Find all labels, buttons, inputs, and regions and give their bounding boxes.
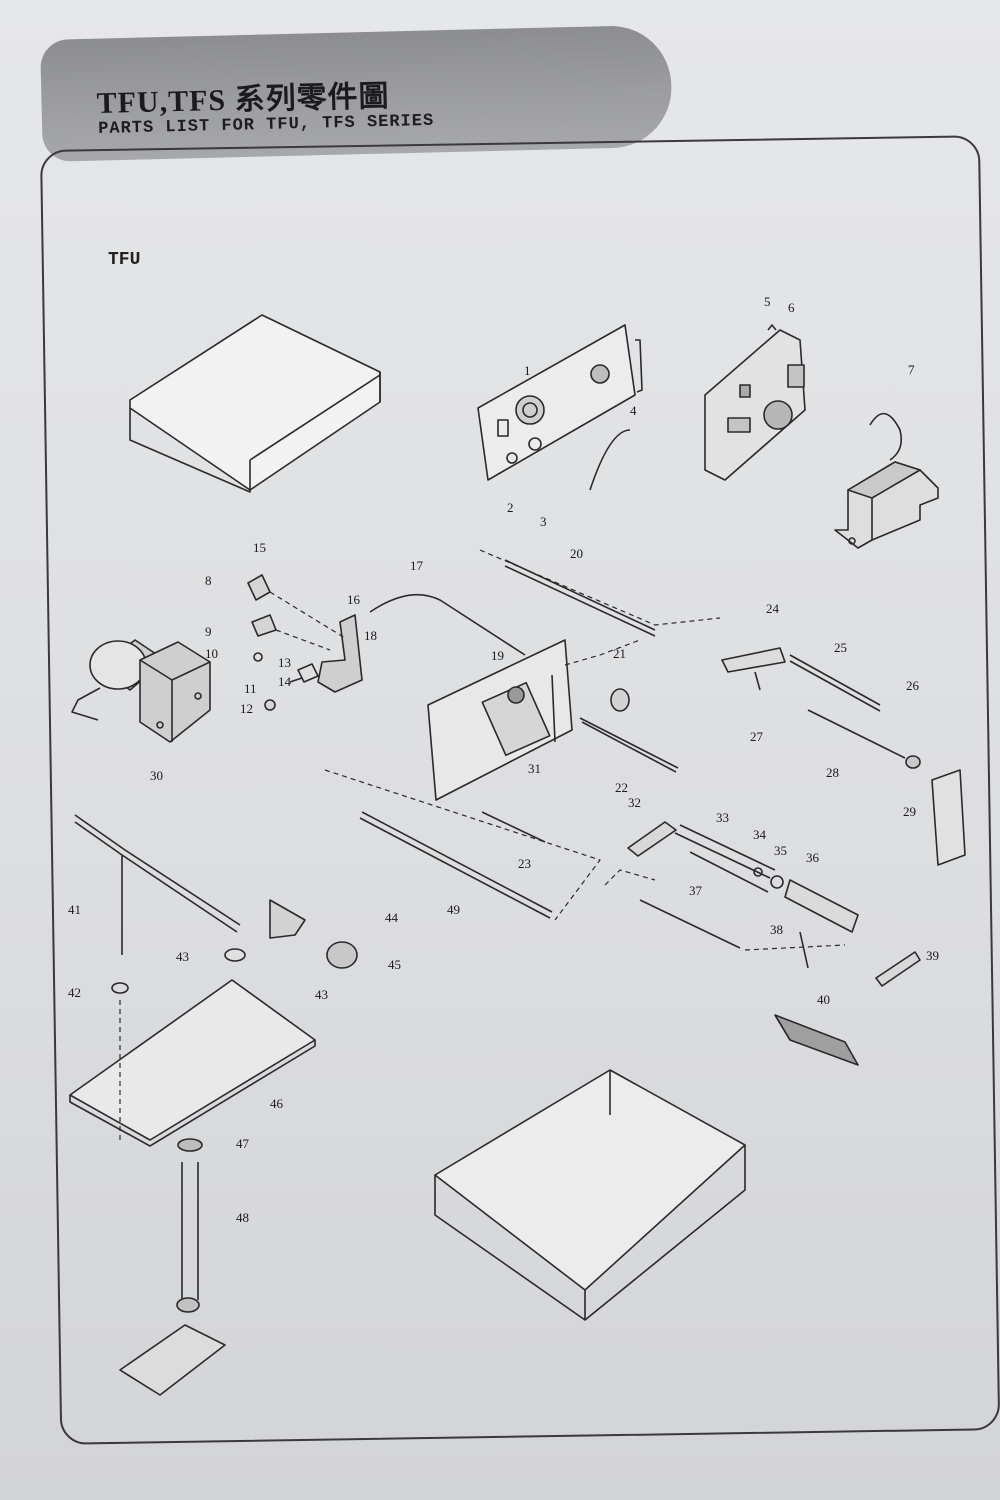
callout-49: 49	[447, 902, 460, 917]
callout-14: 14	[278, 674, 292, 689]
callout-37: 37	[689, 883, 703, 898]
callout-7: 7	[908, 362, 915, 377]
callout-12: 12	[240, 701, 253, 716]
motor-part	[71, 639, 211, 743]
callout-39: 39	[926, 948, 939, 963]
callout-5: 5	[764, 294, 771, 309]
callout-16: 16	[347, 592, 361, 607]
pedal-assembly-parts	[627, 821, 921, 1066]
callout-34: 34	[753, 827, 767, 842]
callout-11: 11	[244, 681, 257, 696]
callout-44: 44	[385, 910, 399, 925]
section-label: TFU	[108, 250, 141, 270]
callout-26: 26	[906, 678, 920, 693]
callout-23: 23	[518, 856, 531, 871]
callout-13: 13	[278, 655, 291, 670]
callout-29: 29	[903, 804, 916, 819]
callout-17: 17	[410, 558, 424, 573]
callout-45: 45	[388, 957, 401, 972]
callout-10: 10	[205, 646, 218, 661]
callout-27: 27	[750, 729, 764, 744]
callout-42: 42	[68, 985, 81, 1000]
callout-9: 9	[205, 624, 212, 639]
callout-1: 1	[524, 363, 531, 378]
transformer-part	[834, 412, 939, 549]
callout-3: 3	[540, 514, 547, 529]
callout-38: 38	[770, 922, 783, 937]
callout-32: 32	[628, 795, 641, 810]
callout-20: 20	[570, 546, 583, 561]
front-panel-part	[477, 324, 643, 491]
callout-19: 19	[491, 648, 504, 663]
callout-47: 47	[236, 1136, 250, 1151]
callout-48: 48	[236, 1210, 249, 1225]
callout-31: 31	[528, 761, 541, 776]
bracket-parts-8-16	[247, 574, 526, 711]
callout-labels: 1 2 3 4 5 6 7 8 9 10 11 12 13 14 15 16 1…	[68, 294, 939, 1225]
callout-30: 30	[150, 768, 163, 783]
callout-8: 8	[205, 573, 212, 588]
callout-15: 15	[253, 540, 266, 555]
callout-41: 41	[68, 902, 81, 917]
callout-6: 6	[788, 300, 795, 315]
callout-36: 36	[806, 850, 820, 865]
callout-43a: 43	[176, 949, 189, 964]
circuit-board-part	[704, 324, 806, 481]
callout-35: 35	[774, 843, 787, 858]
callout-21: 21	[613, 646, 626, 661]
top-cover-part	[129, 314, 381, 493]
callout-40: 40	[817, 992, 830, 1007]
base-plate-parts	[69, 814, 358, 1396]
callout-18: 18	[364, 628, 377, 643]
callout-25: 25	[834, 640, 847, 655]
lever-parts-24-29	[721, 647, 966, 866]
callout-2: 2	[507, 500, 514, 515]
callout-28: 28	[826, 765, 839, 780]
callout-22: 22	[615, 780, 628, 795]
callout-24: 24	[766, 601, 780, 616]
callout-4: 4	[630, 403, 637, 418]
callout-46: 46	[270, 1096, 284, 1111]
callout-43b: 43	[315, 987, 328, 1002]
side-panel-part	[427, 639, 679, 801]
callout-33: 33	[716, 810, 729, 825]
dashed-guides	[119, 549, 846, 1140]
bottom-frame-part	[434, 1069, 746, 1321]
